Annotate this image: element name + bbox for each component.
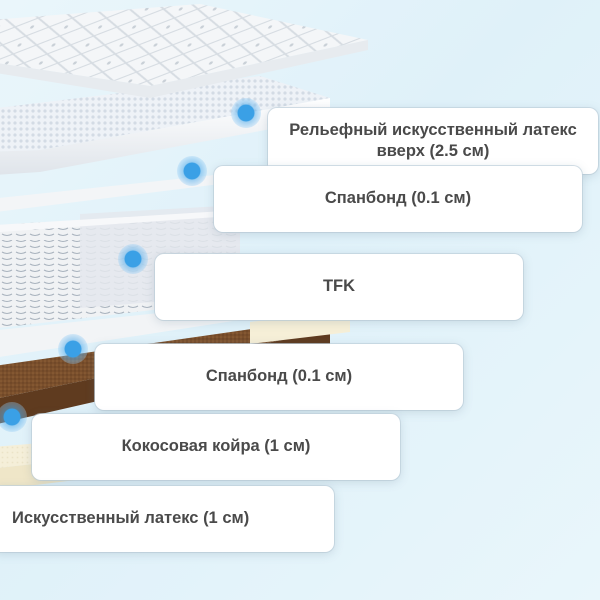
layer-label-text: TFK — [322, 277, 356, 296]
layer-label-text: Кокосовая койра (1 см) — [121, 437, 311, 456]
marker-icon — [0, 402, 27, 432]
layer-label-spanbond-bottom: Спанбонд (0.1 см) — [95, 344, 463, 410]
layer-label-relief-latex: Рельефный искусственный латекс вверх (2.… — [268, 108, 598, 174]
layer-label-text: Искусственный латекс (1 см) — [12, 509, 250, 528]
layer-label-tfk: TFK — [155, 254, 523, 320]
layer-label-spanbond-top: Спанбонд (0.1 см) — [214, 166, 582, 232]
layer-label-coconut-coir: Кокосовая койра (1 см) — [32, 414, 400, 480]
marker-icon — [118, 244, 148, 274]
marker-icon — [58, 334, 88, 364]
layer-label-text: Спанбонд (0.1 см) — [205, 367, 353, 386]
marker-icon — [177, 156, 207, 186]
layer-label-latex-bottom: Искусственный латекс (1 см) — [0, 486, 334, 552]
layer-label-text: Спанбонд (0.1 см) — [324, 189, 472, 208]
layer-label-text: Рельефный искусственный латекс вверх (2.… — [289, 120, 577, 160]
marker-icon — [231, 98, 261, 128]
